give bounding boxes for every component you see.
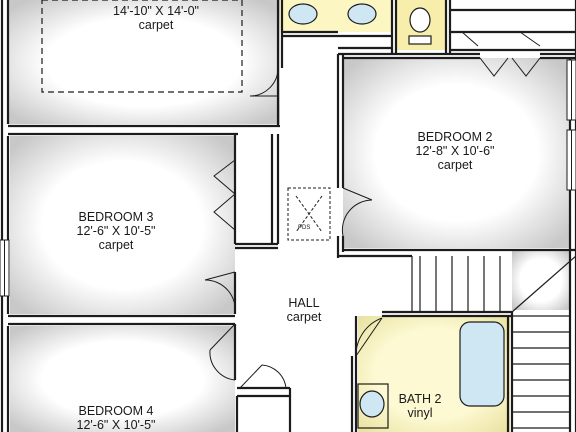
room-fills [8,0,570,432]
top-bedroom-floor: carpet [138,18,174,32]
sink-bath2-icon [359,390,385,418]
bedroom3-name: BEDROOM 3 [78,210,154,224]
hall-label: HALL carpet [287,296,322,324]
hall-floor: carpet [286,310,322,324]
bedroom4-label: BEDROOM 4 12'-6" X 10'-5" [77,404,156,432]
vanity-bath2 [357,383,389,429]
hall-name: HALL [288,296,320,310]
bath2-name: BATH 2 [398,392,442,406]
pds-box [287,187,331,241]
top-bedroom-fill [8,0,280,124]
pds-label: PDS [298,225,311,231]
hall-fill [280,58,340,258]
bedroom3-floor: carpet [98,238,134,252]
sink-left-icon [288,3,318,25]
top-bedroom-dimensions: 14'-10" X 14'-0" [113,4,199,18]
bedroom2-floor: carpet [437,158,473,172]
sink-right-icon [347,3,377,25]
bedroom2-name: BEDROOM 2 [417,130,493,144]
bedroom2-dimensions: 12'-8" X 10'-6" [415,144,495,158]
bath-fixtures [288,3,505,429]
bedroom4-fill [10,326,235,432]
bedroom3-label: BEDROOM 3 12'-6" X 10'-5" carpet [77,210,156,252]
bedroom4-dimensions: 12'-6" X 10'-5" [76,418,156,432]
bedroom3-fill [10,136,235,314]
bedroom3-dimensions: 12'-6" X 10'-5" [76,224,156,238]
bedroom2-label: BEDROOM 2 12'-8" X 10'-6" carpet [416,130,495,172]
bedroom4-name: BEDROOM 4 [78,404,154,418]
closet-right-fill [512,250,570,310]
doors [204,31,541,389]
bath2-label: BATH 2 vinyl [399,392,442,420]
toilet-bowl-icon [409,7,431,33]
stairs [411,255,576,429]
toilet-tank-icon [408,35,432,45]
bedroom2-fill [343,58,570,248]
windows [0,59,576,297]
top-bedroom-label: 14'-10" X 14'-0" carpet [113,4,199,32]
bathtub-icon [459,321,505,407]
tray-ceiling-outline [41,0,243,93]
bath2-floor: vinyl [407,406,433,420]
